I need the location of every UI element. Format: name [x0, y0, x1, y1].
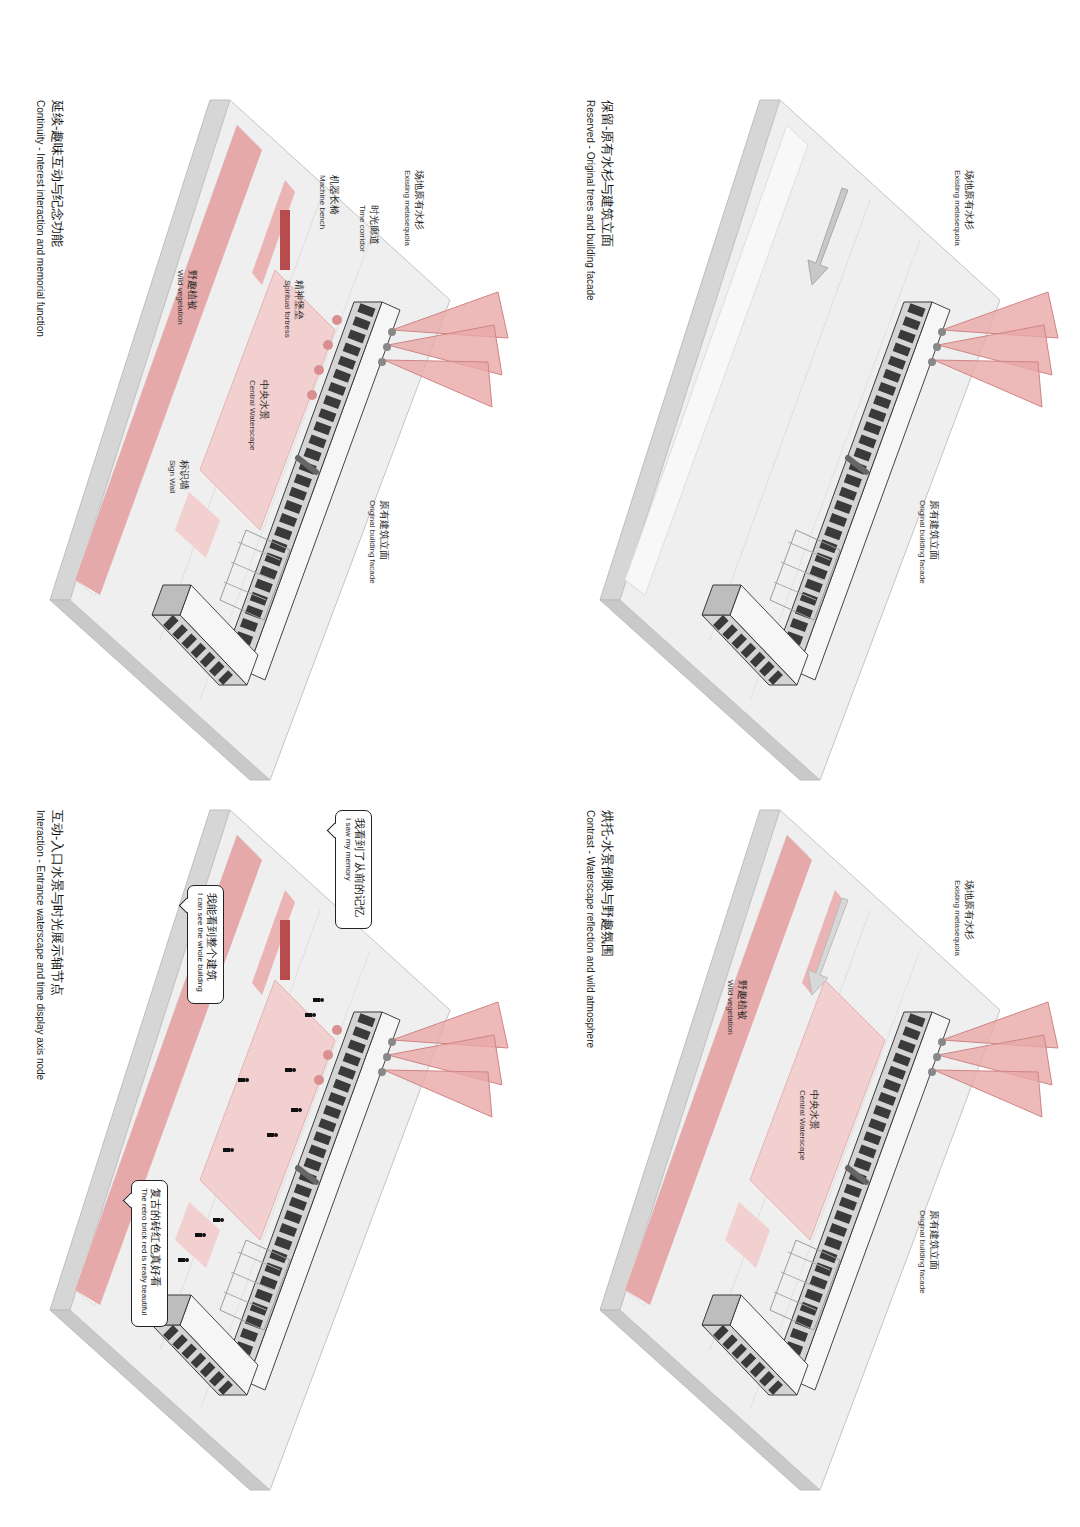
diagram-caption: 互动-入口水景与时光展示轴节点	[49, 810, 64, 996]
interaction-axonometric	[50, 810, 508, 1490]
speech-bubble: 我能看到整个建筑I can see the whole building	[187, 885, 224, 1004]
zone-label: Time corridor	[358, 205, 367, 252]
diagram-caption: 保留-原有水杉与建筑立面	[599, 100, 614, 247]
zone-label: Spiritual fortress	[283, 280, 292, 338]
bubble-translation: The retro brick red is really beautiful	[138, 1188, 148, 1319]
zone-label: Existing metasequoia	[953, 880, 962, 956]
speech-bubble: 我看到了从前的记忆I saw my memory	[335, 810, 372, 929]
diagram-caption: 烘托-水景倒映与野趣氛围	[599, 810, 614, 957]
continuity-axonometric	[50, 100, 508, 780]
speech-bubble: 复古的砖红色真好看The retro brick red is really b…	[131, 1180, 168, 1327]
zone-label: Original building facade	[918, 1210, 927, 1294]
bubble-translation: I can see the whole building	[194, 893, 204, 996]
zone-label: 中央水景	[259, 380, 271, 420]
diagram-caption: Reserved - Original trees and building f…	[585, 100, 597, 301]
diagram-caption: Interaction - Entrance waterscape and ti…	[35, 810, 47, 1080]
bubble-text: 复古的砖红色真好看	[149, 1188, 163, 1319]
zone-label: Sign Wall	[168, 460, 177, 494]
zone-label: 中央水景	[809, 1090, 821, 1130]
zone-label: Wild vegetation	[176, 270, 185, 325]
zone-label: Central Waterscape	[798, 1090, 807, 1160]
zone-label: Machine bench	[318, 175, 327, 229]
diagram-caption: Contrast - Waterscape reflection and wil…	[585, 810, 597, 1048]
diagram-caption: Continuity - Interest interaction and me…	[35, 100, 47, 337]
zone-label: 机器长椅	[329, 175, 341, 215]
zone-label: 场地原有水杉	[964, 170, 976, 230]
zone-label: 野趣植被	[187, 270, 199, 310]
zone-label: Original building facade	[918, 500, 927, 584]
zone-label: Existing metasequoia	[403, 170, 412, 246]
zone-label: 原有建筑立面	[929, 1210, 941, 1270]
reserved-axonometric	[600, 100, 1058, 780]
bubble-text: 我能看到整个建筑	[205, 893, 219, 996]
zone-label: 野趣植被	[737, 980, 749, 1020]
zone-label: 精神堡垒	[294, 280, 306, 320]
bubble-translation: I saw my memory	[342, 818, 352, 921]
contrast-axonometric	[600, 810, 1058, 1490]
diagram-caption: 延续-趣味互动与纪念功能	[49, 100, 64, 247]
zone-label: Existing metasequoia	[953, 170, 962, 246]
zone-label: 时光廊道	[369, 205, 381, 245]
zone-label: 原有建筑立面	[929, 500, 941, 560]
zone-label: 原有建筑立面	[379, 500, 391, 560]
zone-label: 场地原有水杉	[414, 170, 426, 230]
zone-label: Central Waterscape	[248, 380, 257, 450]
zone-label: 场地原有水杉	[964, 880, 976, 940]
zone-label: 标识墙	[179, 460, 191, 490]
zone-label: Original building facade	[368, 500, 377, 584]
bubble-text: 我看到了从前的记忆	[353, 818, 367, 921]
zone-label: Wild vegetation	[726, 980, 735, 1035]
